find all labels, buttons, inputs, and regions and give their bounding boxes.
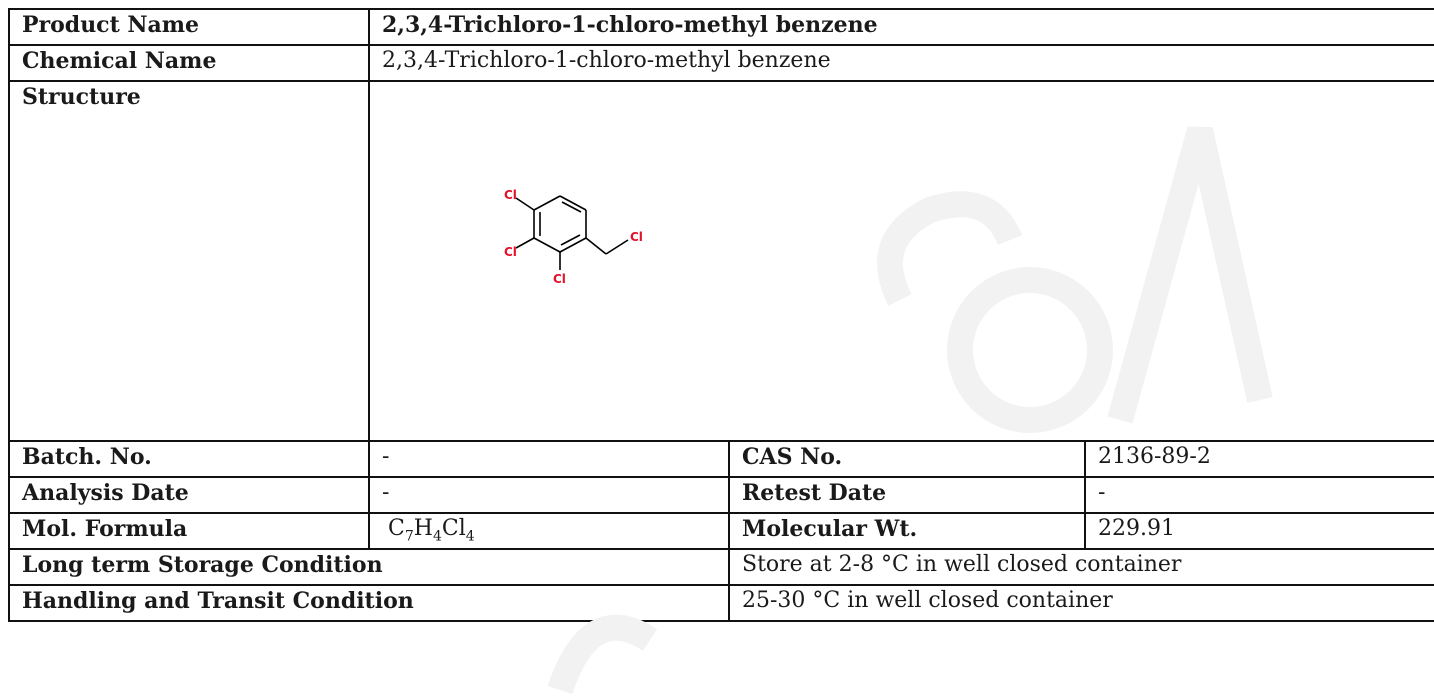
chemical-name-value: 2,3,4-Trichloro-1-chloro-methyl benzene [368,44,1434,82]
row-batch-cas: Batch. No. - CAS No. 2136-89-2 [8,440,1434,478]
cas-no-label: CAS No. [728,440,1086,478]
coa-table: Product Name 2,3,4-Trichloro-1-chloro-me… [8,8,1434,622]
row-product-name: Product Name 2,3,4-Trichloro-1-chloro-me… [8,8,1434,46]
cl-atom-top: Cl [504,188,517,202]
mol-formula-label: Mol. Formula [8,512,370,550]
product-name-value: 2,3,4-Trichloro-1-chloro-methyl benzene [368,8,1434,46]
product-name-label: Product Name [8,8,370,46]
cl-atom-right: Cl [630,230,643,244]
analysis-date-value: - [368,476,730,514]
batch-no-label: Batch. No. [8,440,370,478]
retest-date-label: Retest Date [728,476,1086,514]
row-structure: Structure [8,80,1434,442]
molecular-wt-label: Molecular Wt. [728,512,1086,550]
chemical-name-label: Chemical Name [8,44,370,82]
molecule-structure-image: Cl Cl Cl Cl [504,188,643,286]
row-formula-weight: Mol. Formula C7H4Cl4 Molecular Wt. 229.9… [8,512,1434,550]
structure-cell: Cl Cl Cl Cl [368,80,1434,442]
row-dates: Analysis Date - Retest Date - [8,476,1434,514]
mol-formula-value: C7H4Cl4 [368,512,730,550]
cas-no-value: 2136-89-2 [1084,440,1434,478]
handling-value: 25-30 °C in well closed container [728,584,1434,622]
structure-label: Structure [8,80,370,442]
row-handling: Handling and Transit Condition 25-30 °C … [8,584,1434,622]
storage-value: Store at 2-8 °C in well closed container [728,548,1434,586]
analysis-date-label: Analysis Date [8,476,370,514]
molecular-wt-value: 229.91 [1084,512,1434,550]
storage-label: Long term Storage Condition [8,548,730,586]
handling-label: Handling and Transit Condition [8,584,730,622]
row-chemical-name: Chemical Name 2,3,4-Trichloro-1-chloro-m… [8,44,1434,82]
batch-no-value: - [368,440,730,478]
row-storage: Long term Storage Condition Store at 2-8… [8,548,1434,586]
retest-date-value: - [1084,476,1434,514]
cl-atom-left: Cl [504,245,517,259]
cl-atom-bottom: Cl [553,272,566,286]
